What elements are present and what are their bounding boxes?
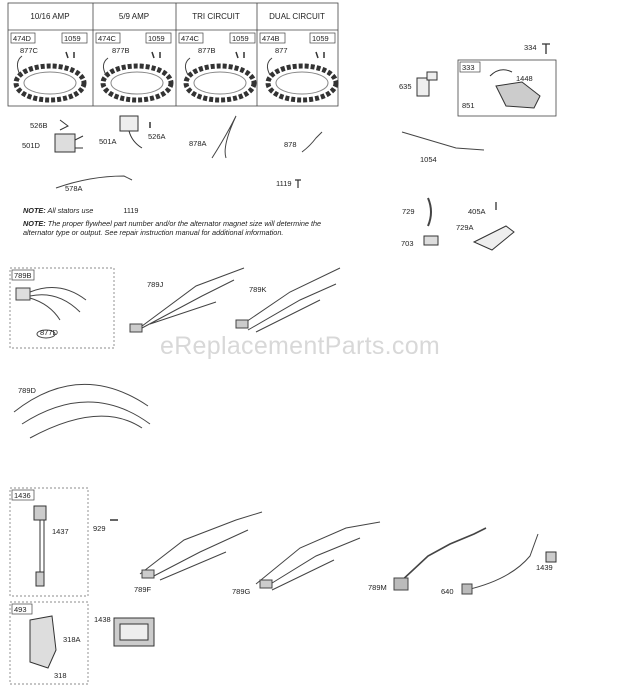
cover-493 bbox=[29, 615, 57, 669]
part-703-label: 703 bbox=[401, 239, 414, 248]
regulator-501a bbox=[119, 115, 151, 149]
part-333-label: 333 bbox=[462, 63, 475, 72]
part-729a-label: 729A bbox=[456, 223, 474, 232]
part-1436-box bbox=[9, 487, 89, 597]
part-789k-label: 789K bbox=[249, 285, 267, 294]
part-1448-label: 1448 bbox=[516, 74, 533, 83]
screw-part-label: 1059 bbox=[64, 34, 81, 43]
note-2: NOTE: The proper flywheel part number an… bbox=[23, 219, 323, 238]
harness-789j bbox=[129, 267, 245, 333]
part-578a-label: 578A bbox=[65, 184, 83, 193]
part-333-box bbox=[457, 59, 557, 117]
part-501d-label: 501D bbox=[22, 141, 41, 150]
stator-part-label: 474C bbox=[98, 34, 117, 43]
part-493-label: 493 bbox=[14, 605, 27, 614]
module-1438 bbox=[113, 617, 155, 647]
part-789j-label: 789J bbox=[147, 280, 164, 289]
part-640-label: 640 bbox=[441, 587, 454, 596]
stator-cell-2: 474C 1059 877B bbox=[95, 32, 174, 103]
note-2-text: The proper flywheel part number and/or t… bbox=[23, 218, 322, 238]
lead-878 bbox=[301, 131, 323, 153]
part-929-label: 929 bbox=[93, 524, 106, 533]
stator-notes: NOTE: All stators use 1119 NOTE: The pro… bbox=[23, 206, 323, 238]
assembly-1436 bbox=[33, 505, 47, 587]
header-5-9-amp: 5/9 AMP bbox=[119, 12, 149, 21]
stator-part-label: 474C bbox=[181, 34, 200, 43]
note-1-label: NOTE: bbox=[23, 206, 46, 215]
part-526b-label: 526B bbox=[30, 121, 48, 130]
lead-part-label: 877B bbox=[198, 46, 216, 55]
harness-789d bbox=[13, 383, 151, 439]
stator-part-label: 474B bbox=[262, 34, 280, 43]
part-851-label: 851 bbox=[462, 101, 475, 110]
header-dual-circuit: DUAL CIRCUIT bbox=[269, 12, 325, 21]
screw-334 bbox=[542, 43, 550, 54]
screw-1119 bbox=[295, 179, 301, 188]
part-878a-label: 878A bbox=[189, 139, 207, 148]
plug-1439 bbox=[545, 551, 557, 563]
lead-640 bbox=[461, 533, 539, 595]
shield-729a bbox=[472, 225, 515, 251]
stator-cell-1: 474D 1059 877C bbox=[10, 32, 88, 103]
stator-cell-4: 474B 1059 877 bbox=[259, 32, 339, 103]
stator-cell-3: 474C 1059 877B bbox=[178, 32, 257, 103]
part-318-label: 318 bbox=[54, 671, 67, 680]
part-1437-label: 1437 bbox=[52, 527, 69, 536]
part-405a-label: 405A bbox=[468, 207, 486, 216]
lead-part-label: 877 bbox=[275, 46, 288, 55]
part-1438-label: 1438 bbox=[94, 615, 111, 624]
screw-part-label: 1059 bbox=[148, 34, 165, 43]
part-1054-label: 1054 bbox=[420, 155, 437, 164]
stator-coil-ring bbox=[100, 63, 174, 103]
part-1439-label: 1439 bbox=[536, 563, 553, 572]
stator-part-label: 474D bbox=[13, 34, 32, 43]
part-334-label: 334 bbox=[524, 43, 537, 52]
harness-789g bbox=[255, 521, 381, 591]
part-1436-label: 1436 bbox=[14, 491, 31, 500]
part-789m-label: 789M bbox=[368, 583, 387, 592]
part-789g-label: 789G bbox=[232, 587, 251, 596]
part-878-label: 878 bbox=[284, 140, 297, 149]
harness-789b bbox=[15, 287, 87, 339]
part-789f-label: 789F bbox=[134, 585, 152, 594]
note-1-text: All stators use bbox=[47, 206, 94, 215]
screw-part-label: 1059 bbox=[232, 34, 249, 43]
regulator-501d bbox=[54, 119, 84, 153]
stator-coil-ring bbox=[13, 63, 87, 103]
part-789b-label: 789B bbox=[14, 271, 32, 280]
harness-789k bbox=[235, 267, 341, 333]
clip-703 bbox=[423, 235, 439, 246]
part-1119-label: 1119 bbox=[276, 179, 292, 188]
harness-789m bbox=[393, 527, 487, 591]
screw-part-label: 1059 bbox=[312, 34, 329, 43]
lead-part-label: 877B bbox=[112, 46, 130, 55]
header-10-16-amp: 10/16 AMP bbox=[30, 12, 69, 21]
part-318a-label: 318A bbox=[63, 635, 81, 644]
lead-878a bbox=[211, 115, 237, 159]
lead-part-label: 877C bbox=[20, 46, 39, 55]
watermark: eReplacementParts.com bbox=[160, 332, 441, 360]
spark-plug-boot-635 bbox=[416, 71, 438, 97]
part-729-label: 729 bbox=[402, 207, 415, 216]
part-526a-label: 526A bbox=[148, 132, 166, 141]
stator-coil-ring bbox=[265, 63, 339, 103]
note-1: NOTE: All stators use 1119 bbox=[23, 206, 323, 216]
stator-table bbox=[7, 2, 339, 107]
harness-789f bbox=[139, 511, 263, 581]
lead-578a bbox=[55, 175, 133, 189]
harness-789b-box bbox=[9, 267, 115, 349]
ignition-module-333 bbox=[489, 69, 541, 109]
note-2-label: NOTE: bbox=[23, 218, 46, 228]
header-tri-circuit: TRI CIRCUIT bbox=[192, 12, 240, 21]
part-877d-label: 877D bbox=[40, 328, 59, 337]
stator-coil-ring bbox=[183, 63, 257, 103]
part-789d-label: 789D bbox=[18, 386, 37, 395]
part-501a-label: 501A bbox=[99, 137, 117, 146]
cable-1054 bbox=[401, 131, 485, 151]
note-1-part: 1119 bbox=[123, 206, 139, 215]
part-729 bbox=[427, 197, 432, 227]
part-635-label: 635 bbox=[399, 82, 412, 91]
